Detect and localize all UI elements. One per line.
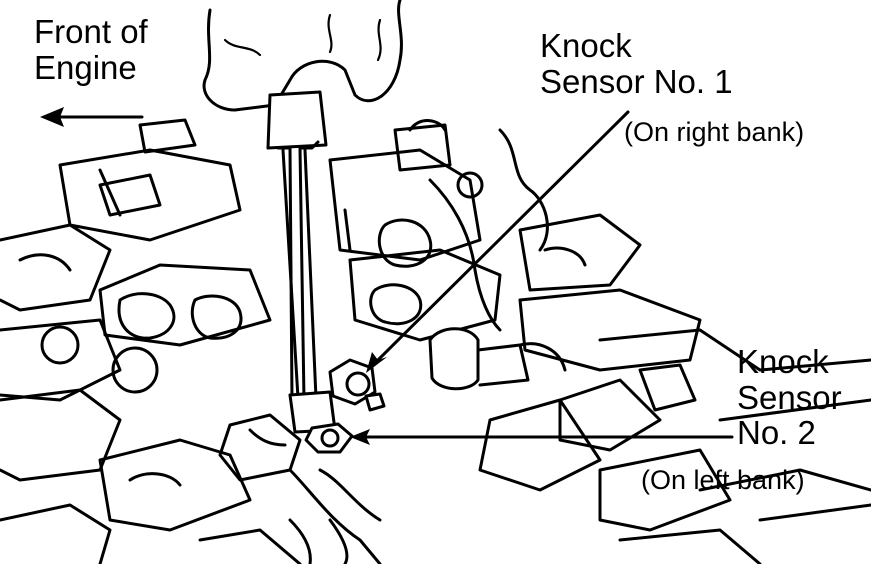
front-label-line1: Front of [34,13,148,50]
knock-sensor-2-part [304,422,354,454]
ks2-label-line2: Sensor [737,378,842,416]
ks2-leader-arrowhead [350,429,370,445]
ks1-leader-line [374,110,630,364]
front-label-line2: Engine [34,48,137,86]
direction-arrow-icon [40,107,144,127]
knock-sensor-2-label: Knock Sensor No. 2 [737,344,842,451]
wrench-tool [266,90,337,434]
engine-block [0,118,871,564]
ks1-label-line1: Knock [540,27,632,64]
ks2-note: (On left bank) [641,465,805,495]
front-of-engine-label: Front of Engine [34,14,148,85]
knock-sensor-1-label: Knock Sensor No. 1 [540,28,733,99]
ks1-note: (On right bank) [624,117,805,147]
ks2-label-line1: Knock [737,343,829,380]
leader-lines [350,110,734,445]
ks1-label-line2: Sensor No. 1 [540,62,733,100]
ks2-label-line3: No. 2 [737,414,816,452]
knock-sensor-1-part [328,358,386,412]
hand-drawing [202,0,403,112]
ks1-leader-arrowhead [366,352,387,373]
